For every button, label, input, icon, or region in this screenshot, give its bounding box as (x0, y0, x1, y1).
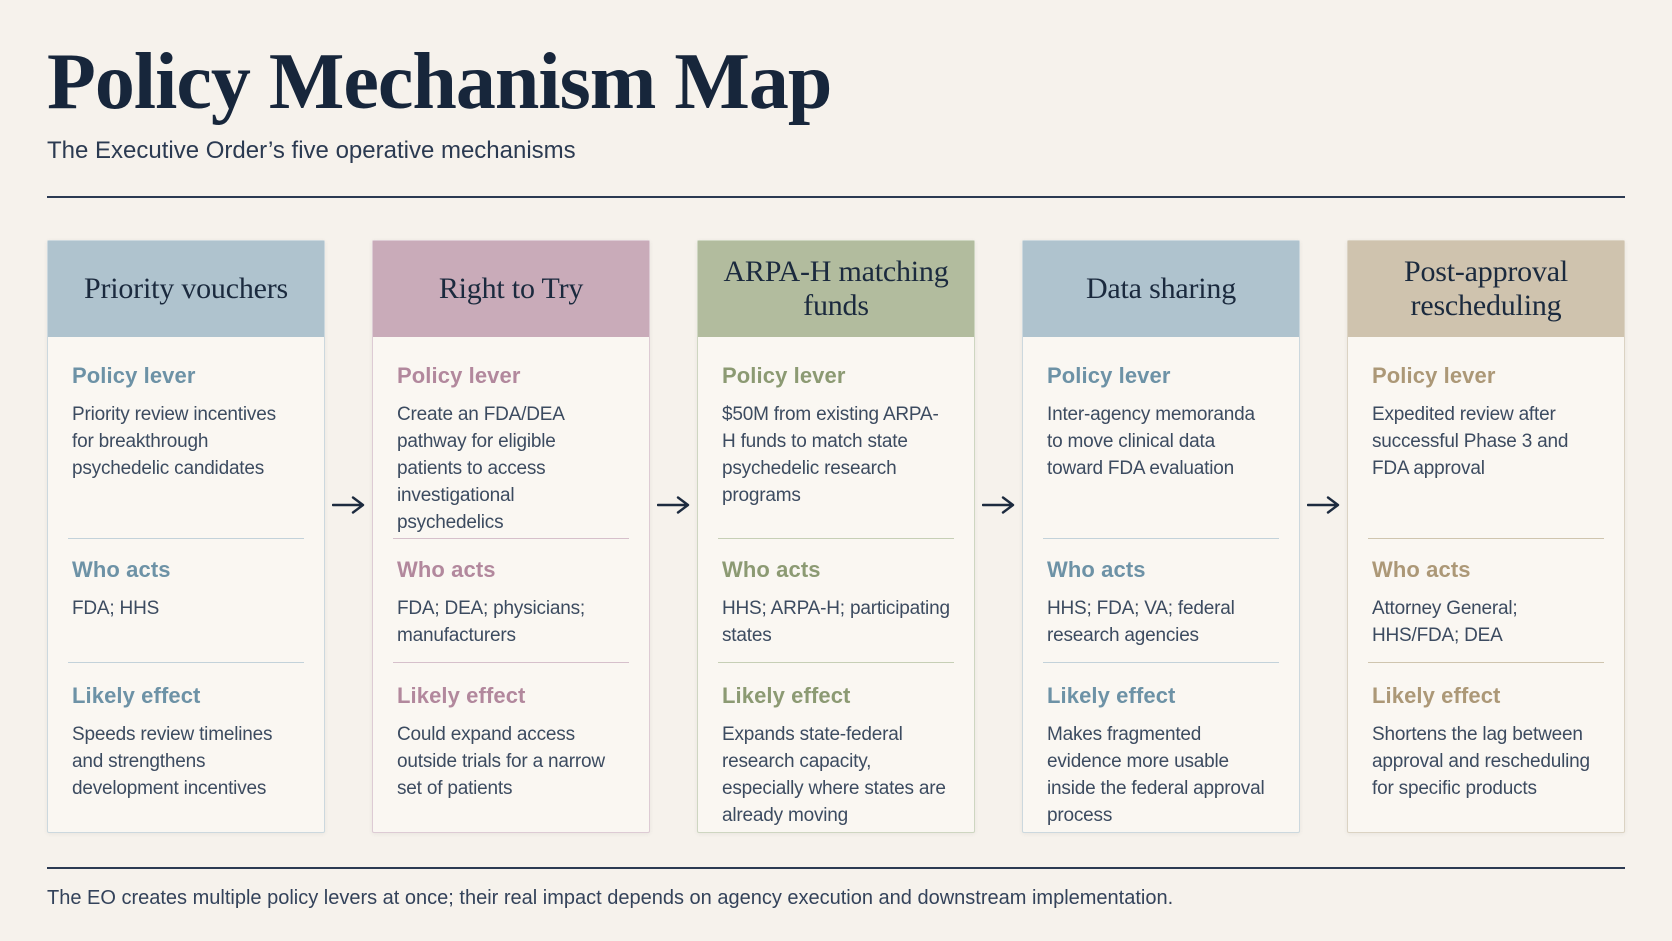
policy-lever-text: Create an FDA/DEA pathway for eligible p… (397, 404, 564, 533)
likely-effect-label: Likely effect (72, 683, 201, 708)
likely-effect-text: Expands state-federal research capacity,… (722, 724, 946, 826)
section-divider (393, 538, 629, 539)
section-divider (718, 662, 954, 663)
footer-note: The EO creates multiple policy levers at… (47, 887, 1174, 909)
card-priority-vouchers: Priority vouchers Policy lever Priority … (47, 240, 325, 833)
flow-arrow-cell (325, 240, 372, 833)
card-header: Data sharing (1023, 241, 1299, 337)
section-divider (1043, 538, 1279, 539)
card-header: Priority vouchers (48, 241, 324, 337)
likely-effect-text: Could expand access outside trials for a… (397, 724, 605, 799)
right-arrow-icon (981, 496, 1014, 514)
policy-lever-label: Policy lever (1372, 363, 1496, 388)
policy-lever-text: Priority review incentives for breakthro… (72, 404, 276, 479)
card-right-to-try: Right to Try Policy lever Create an FDA/… (372, 240, 650, 833)
section-divider (1368, 662, 1604, 663)
who-acts-label: Who acts (1047, 557, 1146, 582)
likely-effect-text: Shortens the lag between approval and re… (1372, 724, 1590, 799)
card-header: Post-approval rescheduling (1348, 241, 1624, 337)
page-subtitle: The Executive Order’s five operative mec… (47, 137, 576, 164)
policy-lever-label: Policy lever (72, 363, 196, 388)
likely-effect-section: Likely effect Makes fragmented evidence … (1023, 663, 1299, 832)
likely-effect-section: Likely effect Speeds review timelines an… (48, 663, 324, 832)
section-divider (68, 538, 304, 539)
policy-lever-text: Expedited review after successful Phase … (1372, 404, 1569, 479)
who-acts-text: FDA; DEA; physicians; manufacturers (397, 598, 585, 646)
section-divider (1368, 538, 1604, 539)
policy-lever-section: Policy lever Inter-agency memoranda to m… (1023, 337, 1299, 538)
section-divider (1043, 662, 1279, 663)
section-divider (68, 662, 304, 663)
policy-lever-section: Policy lever Priority review incentives … (48, 337, 324, 538)
top-divider-rule (47, 196, 1625, 198)
likely-effect-section: Likely effect Expands state-federal rese… (698, 663, 974, 832)
likely-effect-text: Makes fragmented evidence more usable in… (1047, 724, 1265, 826)
policy-lever-text: Inter-agency memoranda to move clinical … (1047, 404, 1255, 479)
mechanism-card-row: Priority vouchers Policy lever Priority … (47, 240, 1625, 833)
who-acts-label: Who acts (72, 557, 171, 582)
likely-effect-label: Likely effect (722, 683, 851, 708)
right-arrow-icon (331, 496, 364, 514)
bottom-divider-rule (47, 867, 1625, 869)
policy-lever-label: Policy lever (397, 363, 521, 388)
policy-lever-label: Policy lever (1047, 363, 1171, 388)
card-data-sharing: Data sharing Policy lever Inter-agency m… (1022, 240, 1300, 833)
likely-effect-text: Speeds review timelines and strengthens … (72, 724, 273, 799)
card-title: Priority vouchers (83, 272, 289, 305)
flow-arrow-cell (650, 240, 697, 833)
policy-lever-section: Policy lever Create an FDA/DEA pathway f… (373, 337, 649, 538)
likely-effect-label: Likely effect (1047, 683, 1176, 708)
right-arrow-icon (656, 496, 689, 514)
card-post-approval-rescheduling: Post-approval rescheduling Policy lever … (1347, 240, 1625, 833)
card-header: ARPA-H matching funds (698, 241, 974, 337)
card-arpa-h-matching-funds: ARPA-H matching funds Policy lever $50M … (697, 240, 975, 833)
policy-lever-text: $50M from existing ARPA-H funds to match… (722, 404, 939, 506)
likely-effect-label: Likely effect (1372, 683, 1501, 708)
likely-effect-section: Likely effect Shortens the lag between a… (1348, 663, 1624, 832)
who-acts-section: Who acts HHS; FDA; VA; federal research … (1023, 539, 1299, 662)
who-acts-text: HHS; FDA; VA; federal research agencies (1047, 598, 1235, 646)
card-header: Right to Try (373, 241, 649, 337)
flow-arrow-cell (1300, 240, 1347, 833)
section-divider (393, 662, 629, 663)
likely-effect-section: Likely effect Could expand access outsid… (373, 663, 649, 832)
who-acts-text: FDA; HHS (72, 598, 160, 619)
who-acts-section: Who acts FDA; HHS (48, 539, 324, 662)
card-title: ARPA-H matching funds (723, 255, 949, 322)
who-acts-text: Attorney General; HHS/FDA; DEA (1372, 598, 1518, 646)
who-acts-section: Who acts Attorney General; HHS/FDA; DEA (1348, 539, 1624, 662)
who-acts-section: Who acts FDA; DEA; physicians; manufactu… (373, 539, 649, 662)
policy-lever-label: Policy lever (722, 363, 846, 388)
flow-arrow-cell (975, 240, 1022, 833)
policy-lever-section: Policy lever Expedited review after succ… (1348, 337, 1624, 538)
who-acts-label: Who acts (397, 557, 496, 582)
who-acts-text: HHS; ARPA-H; participating states (722, 598, 950, 646)
page-title: Policy Mechanism Map (47, 38, 832, 126)
who-acts-section: Who acts HHS; ARPA-H; participating stat… (698, 539, 974, 662)
card-title: Data sharing (1085, 272, 1237, 305)
who-acts-label: Who acts (722, 557, 821, 582)
card-title: Right to Try (438, 272, 584, 305)
card-title: Post-approval rescheduling (1403, 255, 1569, 322)
likely-effect-label: Likely effect (397, 683, 526, 708)
policy-lever-section: Policy lever $50M from existing ARPA-H f… (698, 337, 974, 538)
section-divider (718, 538, 954, 539)
right-arrow-icon (1306, 496, 1339, 514)
who-acts-label: Who acts (1372, 557, 1471, 582)
